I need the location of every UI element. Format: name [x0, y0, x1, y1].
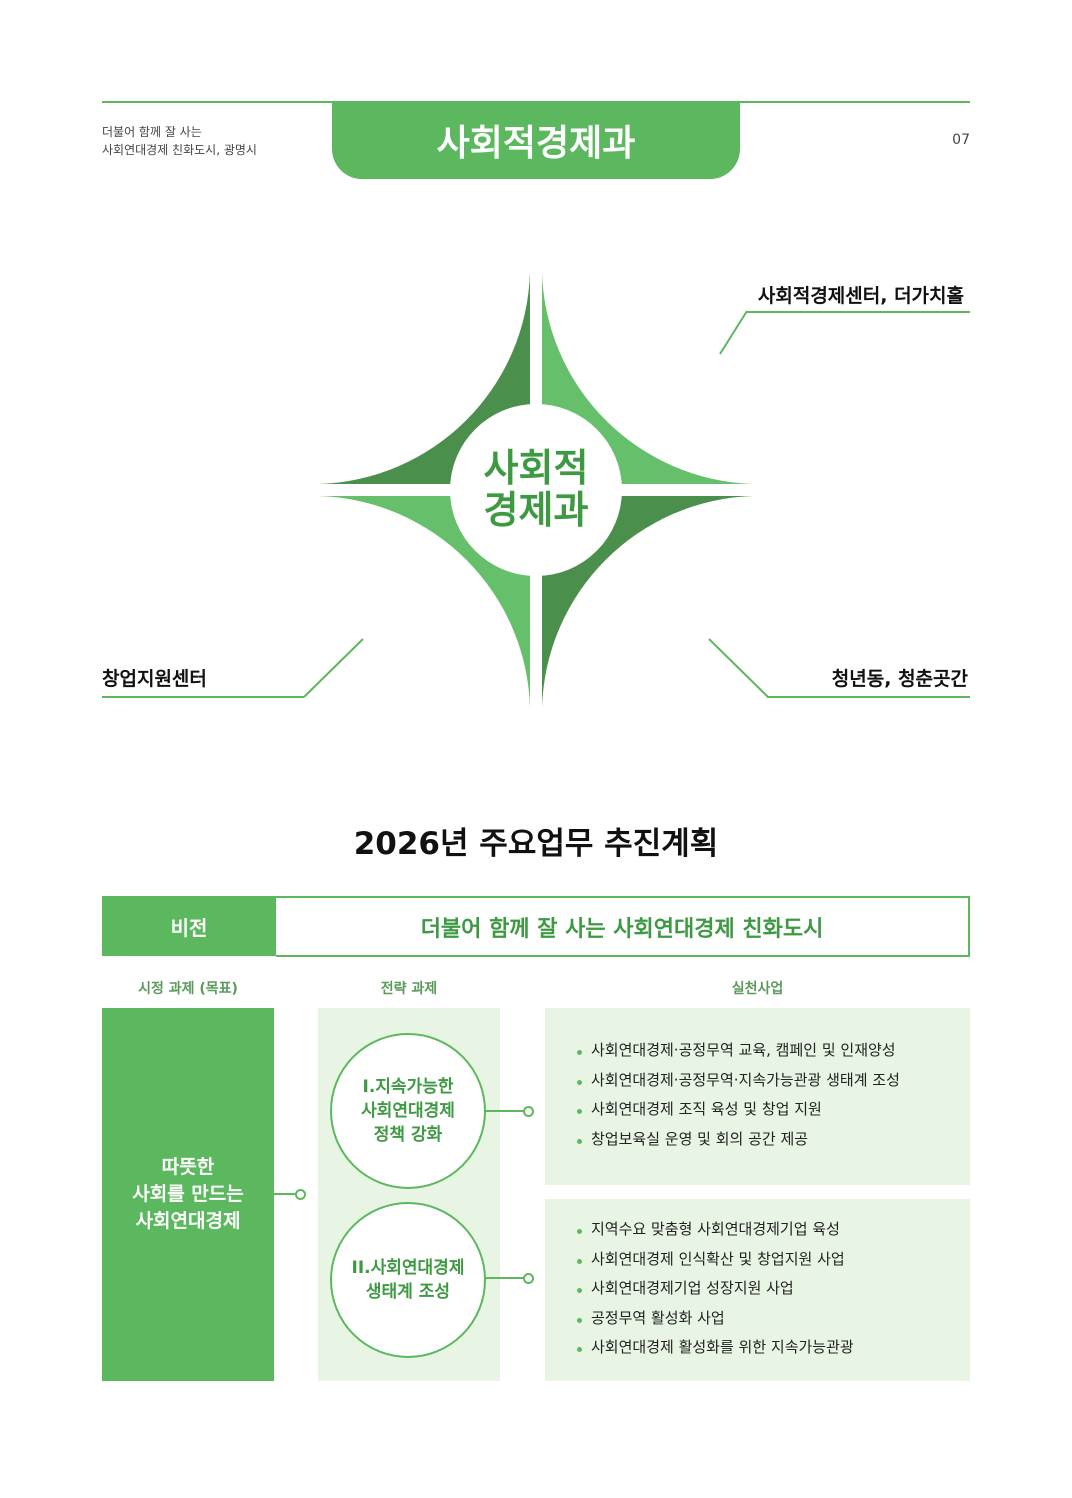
goal-line-3: 사회연대경제: [135, 1210, 241, 1232]
strategy-1-line-2: 사회연대경제: [361, 1101, 455, 1121]
page-number: 07: [952, 132, 970, 148]
callout-bottom-right: 청년동, 청춘곳간: [831, 668, 968, 690]
list-item: 지역수요 맞춤형 사회연대경제기업 육성: [577, 1215, 854, 1245]
team-label-asset-2: 자산화팀: [368, 394, 467, 425]
callout-bottom-left-rule: [102, 696, 304, 698]
team-label-asset-1: 지역: [393, 359, 443, 390]
org-diagram: 사회적 경제과 지역 자산화팀 사회적경제 센터팀 창업 정책팀 청년 정책팀: [318, 272, 754, 708]
team-label-center-2: 센터팀: [602, 394, 677, 425]
callout-top-right-leader: [719, 310, 748, 355]
list-item: 사회연대경제·공정무역·지속가능관광 생태계 조성: [577, 1066, 900, 1096]
list-item: 창업보육실 운영 및 회의 공간 제공: [577, 1125, 900, 1155]
strategy-2-connector: [484, 1277, 524, 1279]
action-list-2: 지역수요 맞춤형 사회연대경제기업 육성 사회연대경제 인식확산 및 창업지원 …: [577, 1215, 854, 1363]
plan-title: 2026년 주요업무 추진계획: [353, 826, 719, 862]
action-list-1: 사회연대경제·공정무역 교육, 캠페인 및 인재양성 사회연대경제·공정무역·지…: [577, 1036, 900, 1154]
vision-label: 비전: [102, 896, 276, 956]
list-item: 사회연대경제기업 성장지원 사업: [577, 1274, 854, 1304]
list-item: 공정무역 활성화 사업: [577, 1304, 854, 1334]
goal-connector-dot: [295, 1189, 306, 1200]
callout-bottom-right-rule: [767, 696, 970, 698]
strategy-2-line-2: 생태계 조성: [365, 1282, 451, 1302]
header-slogan: 더불어 함께 잘 사는 사회연대경제 친화도시, 광명시: [102, 123, 257, 159]
goal-line-2: 사회를 만드는: [132, 1183, 244, 1205]
page-title: 사회적경제과: [332, 101, 740, 179]
strategy-1-line-1: I.지속가능한: [362, 1077, 454, 1097]
slogan-line-2: 사회연대경제 친화도시, 광명시: [102, 143, 257, 157]
vision-text: 더불어 함께 잘 사는 사회연대경제 친화도시: [276, 896, 970, 957]
action-panel-2: 지역수요 맞춤형 사회연대경제기업 육성 사회연대경제 인식확산 및 창업지원 …: [545, 1199, 970, 1381]
team-label-youth-2: 정책팀: [604, 598, 679, 629]
team-label-youth-1: 청년: [616, 563, 666, 594]
callout-bottom-right-leader: [708, 638, 769, 698]
callout-top-right: 사회적경제센터, 더가치홀: [757, 285, 964, 307]
goal-line-1: 따뜻한: [161, 1156, 215, 1178]
team-label-startup-1: 창업: [405, 563, 455, 594]
center-label-2: 경제과: [484, 488, 589, 532]
goal-connector: [274, 1193, 296, 1195]
slogan-line-1: 더불어 함께 잘 사는: [102, 125, 202, 139]
column-head-action: 실천사업: [731, 981, 784, 997]
callout-top-right-rule: [746, 311, 970, 313]
column-head-strategy: 전략 과제: [380, 981, 438, 997]
list-item: 사회연대경제·공정무역 교육, 캠페인 및 인재양성: [577, 1036, 900, 1066]
center-label-1: 사회적: [484, 446, 589, 490]
strategy-2-connector-dot: [523, 1273, 534, 1284]
team-label-startup-2: 정책팀: [393, 598, 468, 629]
callout-bottom-left: 창업지원센터: [102, 668, 207, 690]
strategy-2-line-1: II.사회연대경제: [351, 1258, 465, 1278]
strategy-circle-2: II.사회연대경제 생태계 조성: [330, 1202, 486, 1358]
team-label-center-1: 사회적경제: [577, 359, 701, 390]
callout-bottom-left-leader: [303, 638, 364, 698]
goal-box: 따뜻한 사회를 만드는 사회연대경제: [102, 1008, 274, 1381]
list-item: 사회연대경제 인식확산 및 창업지원 사업: [577, 1245, 854, 1275]
strategy-1-connector: [484, 1110, 524, 1112]
diagram-center-disc: [450, 404, 622, 576]
column-head-goal: 시정 과제 (목표): [138, 981, 238, 997]
strategy-1-line-3: 정책 강화: [373, 1125, 443, 1145]
list-item: 사회연대경제 조직 육성 및 창업 지원: [577, 1095, 900, 1125]
list-item: 사회연대경제 활성화를 위한 지속가능관광: [577, 1333, 854, 1363]
strategy-circle-1: I.지속가능한 사회연대경제 정책 강화: [330, 1033, 486, 1189]
action-panel-1: 사회연대경제·공정무역 교육, 캠페인 및 인재양성 사회연대경제·공정무역·지…: [545, 1008, 970, 1185]
strategy-1-connector-dot: [523, 1106, 534, 1117]
